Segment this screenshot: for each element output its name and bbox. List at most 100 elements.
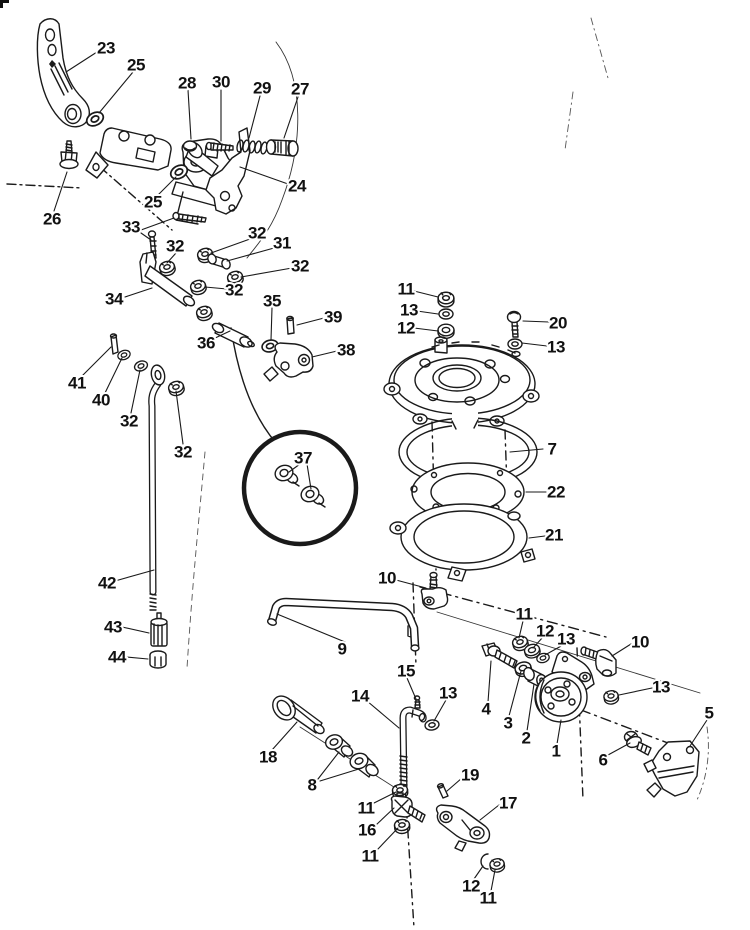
callout-5: 5 xyxy=(705,704,714,723)
callout-32: 32 xyxy=(225,281,243,300)
callout-32: 32 xyxy=(291,257,309,276)
callout-16: 16 xyxy=(358,821,376,840)
callout-15: 15 xyxy=(397,662,415,681)
callout-32: 32 xyxy=(166,237,184,256)
callout-25: 25 xyxy=(144,193,162,212)
leader-line-32 xyxy=(166,252,177,264)
part-control-lever-23 xyxy=(36,18,91,128)
callout-20: 20 xyxy=(549,314,567,333)
part-detent-cap-28 xyxy=(182,140,198,152)
callout-32: 32 xyxy=(248,224,266,243)
leader-line-27 xyxy=(283,96,299,139)
leader-line-5 xyxy=(689,719,708,747)
leader-line-19 xyxy=(446,777,463,792)
leader-line-12 xyxy=(532,636,544,649)
leader-line-28 xyxy=(187,89,192,140)
part-rod-14 xyxy=(399,706,427,792)
leader-line-32 xyxy=(175,390,184,445)
leader-line-34 xyxy=(124,287,153,298)
callout-11: 11 xyxy=(480,889,497,908)
leader-line-29 xyxy=(248,95,261,139)
callout-14: 14 xyxy=(351,687,370,706)
part-clip-12b xyxy=(480,853,489,870)
part-grommet-37a xyxy=(274,464,300,487)
leader-line-9 xyxy=(276,613,346,643)
callout-12: 12 xyxy=(397,319,415,338)
leader-line-13 xyxy=(433,699,447,722)
leader-line-43 xyxy=(121,626,150,634)
callout-13: 13 xyxy=(400,301,418,320)
callout-32: 32 xyxy=(120,412,138,431)
callout-2: 2 xyxy=(522,729,531,748)
callout-38: 38 xyxy=(337,341,355,360)
leader-line-39 xyxy=(296,317,325,326)
leader-line-41 xyxy=(81,346,112,377)
part-washer-13-flange xyxy=(438,308,454,320)
callout-12: 12 xyxy=(462,877,480,896)
part-washer-40 xyxy=(115,347,133,363)
part-bushing-8a xyxy=(324,734,354,758)
callout-18: 18 xyxy=(259,748,277,767)
leader-line-6 xyxy=(607,742,631,756)
leader-line-12 xyxy=(413,327,439,332)
part-nut-11c xyxy=(393,818,411,835)
leader-line-13 xyxy=(416,310,439,315)
leader-line-44 xyxy=(125,656,149,660)
page-corner-mark xyxy=(0,0,9,8)
callout-42: 42 xyxy=(98,574,116,593)
leader-line-32 xyxy=(204,286,228,290)
callout-34: 34 xyxy=(105,290,124,309)
leader-line-26 xyxy=(53,171,68,212)
leader-line-4 xyxy=(487,660,492,703)
callout-10: 10 xyxy=(378,569,396,588)
part-nut-13b xyxy=(602,688,621,706)
callout-28: 28 xyxy=(178,74,196,93)
leader-line-11 xyxy=(377,827,399,850)
part-grommet-37b xyxy=(300,485,326,508)
callout-36: 36 xyxy=(197,334,215,353)
leader-line-33 xyxy=(140,217,175,231)
callout-11: 11 xyxy=(358,799,375,818)
part-lever-17 xyxy=(435,804,491,852)
leader-line-11 xyxy=(413,290,439,298)
part-u-tube-9 xyxy=(266,597,420,652)
part-washer-13c xyxy=(423,718,441,732)
leader-line-16 xyxy=(375,807,395,826)
callout-25: 25 xyxy=(127,56,145,75)
part-screw-33a xyxy=(172,211,207,223)
callout-40: 40 xyxy=(92,391,110,410)
callout-29: 29 xyxy=(253,79,271,98)
part-rod-42 xyxy=(148,364,166,611)
part-pin-39 xyxy=(286,315,295,335)
part-retainer-plate-21 xyxy=(389,503,536,582)
part-cam-follower-38 xyxy=(263,342,314,382)
leader-lines xyxy=(53,51,708,892)
callout-37: 37 xyxy=(294,449,312,468)
leader-line-1 xyxy=(556,719,562,745)
callout-13: 13 xyxy=(557,630,575,649)
callout-44: 44 xyxy=(108,648,127,667)
part-washer-13-under-20 xyxy=(507,338,523,350)
part-nut-44 xyxy=(149,650,167,669)
leader-line-10 xyxy=(611,643,632,657)
leader-line-8 xyxy=(319,767,363,782)
callout-4: 4 xyxy=(482,700,492,719)
leader-line-31 xyxy=(226,247,275,262)
callout-13: 13 xyxy=(652,678,670,697)
leader-line-15 xyxy=(406,677,417,700)
part-mount-bracket xyxy=(85,127,172,179)
leader-line-37 xyxy=(288,463,301,473)
callout-39: 39 xyxy=(324,308,342,327)
leader-line-36 xyxy=(212,330,231,340)
leader-line-7 xyxy=(509,448,544,453)
part-cam-assembly-1 xyxy=(534,651,595,723)
callout-6: 6 xyxy=(599,751,608,770)
callout-23: 23 xyxy=(97,39,115,58)
leader-line-18 xyxy=(271,721,298,751)
leader-line-32 xyxy=(130,369,141,414)
callout-19: 19 xyxy=(461,766,479,785)
part-bushing-8b xyxy=(349,752,379,778)
part-bolt-26 xyxy=(59,140,79,170)
leader-line-11 xyxy=(490,869,496,892)
